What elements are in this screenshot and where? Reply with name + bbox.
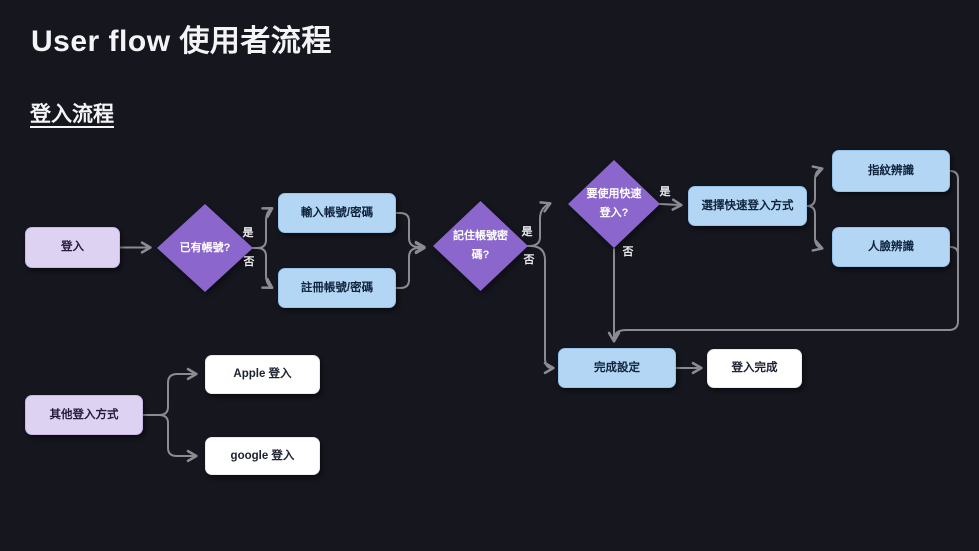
edge-label-yes: 是 [521,226,533,238]
edge-register-to-remember [395,241,426,289]
edge-quick-yes [659,198,683,211]
edge-label-yes: 是 [242,227,254,239]
node-login: 登入 [25,227,120,268]
node-finish-setup: 完成設定 [558,348,676,388]
edge-has-account-yes [252,207,274,249]
edge-label-no: 否 [622,246,634,258]
node-other-login-label: 其他登入方式 [49,408,119,421]
edge-label-yes: 是 [659,186,671,198]
edge-enter-to-remember [395,212,426,254]
node-register-account-label: 註冊帳號/密碼 [300,281,374,294]
node-apple-login: Apple 登入 [205,355,320,394]
node-fingerprint-label: 指紋辨識 [868,164,914,177]
node-other-login: 其他登入方式 [25,395,143,435]
page-title: User flow 使用者流程 [31,25,332,58]
node-choose-quick-login-label: 選擇快速登入方式 [701,199,794,212]
node-fingerprint: 指紋辨識 [832,150,950,192]
edge-has-account-no [252,247,274,289]
edge-other-to-google [142,414,198,463]
decision-remember-password: 記住帳號密碼? [433,201,528,291]
node-enter-account-label: 輸入帳號/密碼 [300,206,374,219]
edge-choose-to-fingerprint [806,165,824,207]
node-login-label: 登入 [61,241,84,254]
node-apple-login-label: Apple 登入 [233,368,292,381]
node-choose-quick-login: 選擇快速登入方式 [688,186,807,226]
edge-faceid-loop [949,246,959,301]
edge-label-no: 否 [523,254,535,266]
node-face-id: 人臉辨識 [832,227,950,267]
node-enter-account: 輸入帳號/密碼 [278,193,396,233]
edge-choose-to-faceid [806,205,824,252]
node-login-done: 登入完成 [707,349,802,388]
edge-label-no: 否 [243,256,255,268]
node-google-login-label: google 登入 [230,449,295,462]
section-title: 登入流程 [30,103,114,126]
decision-use-quick-login: 要使用快速登入? [568,160,660,248]
decision-has-account-label: 已有帳號? [179,241,231,254]
edge-other-to-apple [142,367,198,416]
decision-remember-password-label: 記住帳號密碼? [453,230,508,261]
node-face-id-label: 人臉辨識 [868,240,914,253]
node-google-login: google 登入 [205,437,320,475]
decision-has-account: 已有帳號? [157,204,253,292]
node-register-account: 註冊帳號/密碼 [278,268,396,308]
node-login-done-label: 登入完成 [731,362,778,375]
decision-use-quick-login-label: 要使用快速登入? [586,188,642,219]
node-finish-setup-label: 完成設定 [594,361,640,374]
